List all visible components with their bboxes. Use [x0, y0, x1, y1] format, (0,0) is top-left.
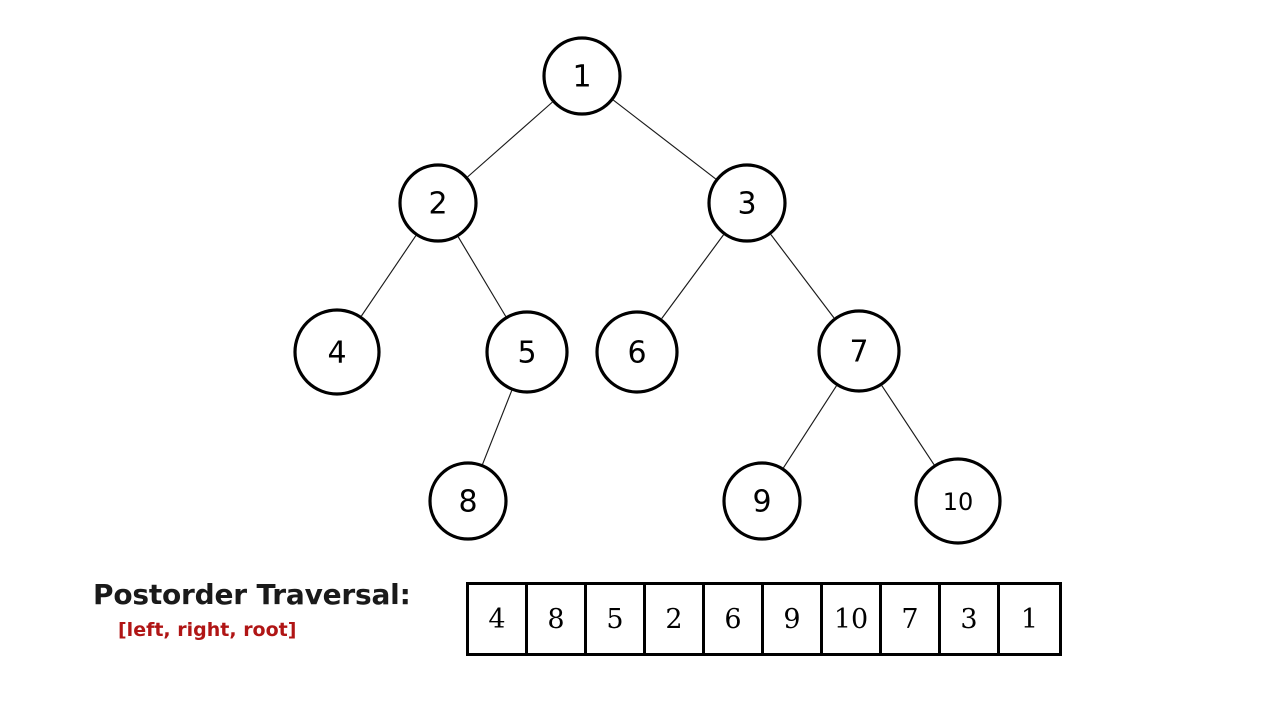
tree-node-circle-2 — [398, 163, 478, 243]
tree-node-label-5: 5 — [517, 336, 536, 371]
tree-edges-group — [360, 99, 935, 469]
tree-node-circle-9 — [722, 461, 802, 541]
tree-node-label-3: 3 — [737, 187, 756, 222]
array-cell-6: 10 — [823, 585, 882, 653]
tree-edge-3-6 — [661, 234, 725, 319]
tree-node-6[interactable]: 6 — [595, 310, 679, 394]
array-cell-7: 7 — [882, 585, 941, 653]
tree-edge-7-9 — [782, 385, 837, 469]
array-cell-3: 2 — [646, 585, 705, 653]
tree-node-label-4: 4 — [327, 336, 346, 371]
traversal-caption: Postorder Traversal: [left, right, root] — [93, 578, 411, 642]
tree-node-4[interactable]: 4 — [293, 308, 381, 396]
array-cell-5: 9 — [764, 585, 823, 653]
array-cell-2: 5 — [587, 585, 646, 653]
tree-node-circle-7 — [817, 309, 901, 393]
tree-node-circle-10 — [914, 457, 1002, 545]
tree-node-label-6: 6 — [627, 336, 646, 371]
tree-node-label-2: 2 — [428, 187, 447, 222]
tree-node-circle-8 — [428, 461, 508, 541]
tree-edge-1-2 — [467, 101, 553, 178]
tree-node-label-9: 9 — [752, 485, 771, 520]
tree-node-label-7: 7 — [849, 335, 868, 370]
tree-node-1[interactable]: 1 — [542, 36, 622, 116]
tree-edge-2-5 — [457, 236, 507, 317]
array-cell-0: 4 — [469, 585, 528, 653]
array-cell-1: 8 — [528, 585, 587, 653]
tree-node-3[interactable]: 3 — [707, 163, 787, 243]
array-cell-4: 6 — [705, 585, 764, 653]
tree-node-circle-6 — [595, 310, 679, 394]
tree-edge-7-10 — [881, 385, 935, 466]
tree-node-5[interactable]: 5 — [485, 310, 569, 394]
tree-nodes-group: 1 2 3 4 5 6 7 8 9 10 — [293, 36, 1002, 545]
array-cell-8: 3 — [941, 585, 1000, 653]
tree-node-7[interactable]: 7 — [817, 309, 901, 393]
tree-node-8[interactable]: 8 — [428, 461, 508, 541]
tree-edge-5-8 — [482, 390, 513, 465]
tree-node-label-10: 10 — [943, 488, 974, 516]
tree-node-9[interactable]: 9 — [722, 461, 802, 541]
tree-node-circle-3 — [707, 163, 787, 243]
tree-node-2[interactable]: 2 — [398, 163, 478, 243]
traversal-title: Postorder Traversal: — [93, 578, 411, 611]
tree-node-label-1: 1 — [572, 60, 591, 95]
traversal-order-note: [left, right, root] — [118, 619, 297, 641]
array-cell-9: 1 — [1000, 585, 1059, 653]
tree-node-circle-1 — [542, 36, 622, 116]
tree-node-10[interactable]: 10 — [914, 457, 1002, 545]
tree-edge-2-4 — [360, 235, 417, 317]
tree-edge-3-7 — [770, 234, 835, 319]
tree-edge-1-3 — [612, 99, 717, 180]
tree-node-label-8: 8 — [458, 485, 477, 520]
tree-node-circle-5 — [485, 310, 569, 394]
tree-node-circle-4 — [293, 308, 381, 396]
